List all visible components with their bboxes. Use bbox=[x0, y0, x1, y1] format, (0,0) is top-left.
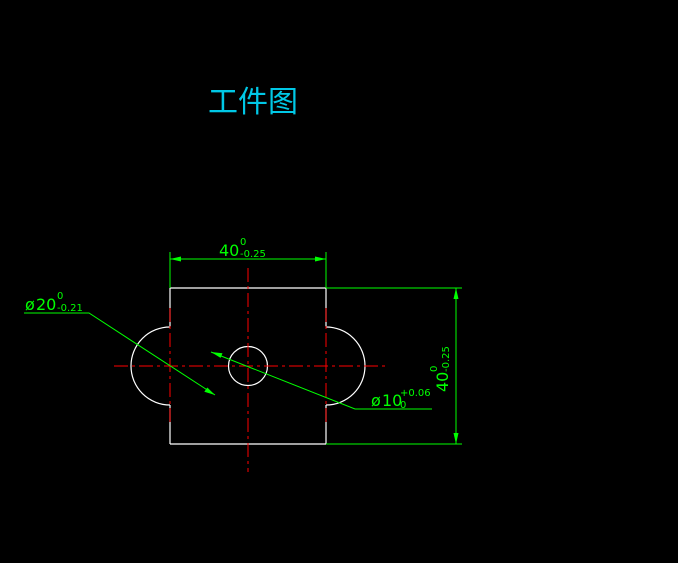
hole-diameter-leader bbox=[210, 351, 432, 410]
drawing-title: 工件图 bbox=[208, 85, 298, 120]
height-lower-tolerance: -0.25 bbox=[441, 346, 452, 372]
slot-diameter-lower-tolerance: -0.21 bbox=[57, 303, 83, 314]
hole-diameter-symbol: ø bbox=[371, 391, 381, 410]
width-arrow-right bbox=[315, 256, 326, 262]
height-label-group: 40 0 -0.25 bbox=[429, 346, 452, 392]
width-base-text: 40 bbox=[219, 241, 239, 260]
width-arrow-left bbox=[170, 256, 181, 262]
left-slot-arc bbox=[130, 326, 171, 406]
slot-diameter-symbol: ø bbox=[25, 295, 35, 314]
height-arrow-top bbox=[453, 288, 459, 299]
slot-diameter-leader bbox=[24, 312, 216, 396]
slot-diameter-upper-tolerance: 0 bbox=[57, 291, 63, 302]
height-arrow-bottom bbox=[453, 433, 459, 444]
width-upper-tolerance: 0 bbox=[240, 237, 246, 248]
dimension-labels: 40 0 -0.25 ø 20 0 -0.21 ø 10 +0.06 0 40 … bbox=[25, 237, 452, 411]
slot-diameter-arrow bbox=[204, 387, 215, 395]
height-base-text: 40 bbox=[433, 372, 452, 392]
hole-diameter-arrow bbox=[211, 352, 223, 358]
hole-diameter-upper-tolerance: +0.06 bbox=[400, 388, 431, 399]
width-lower-tolerance: -0.25 bbox=[240, 249, 266, 260]
slot-diameter-base: 20 bbox=[36, 295, 56, 314]
height-upper-tolerance: 0 bbox=[429, 366, 440, 372]
hole-diameter-lower-tolerance: 0 bbox=[400, 400, 406, 411]
hole-diameter-base: 10 bbox=[382, 391, 402, 410]
dimensions bbox=[24, 252, 462, 445]
